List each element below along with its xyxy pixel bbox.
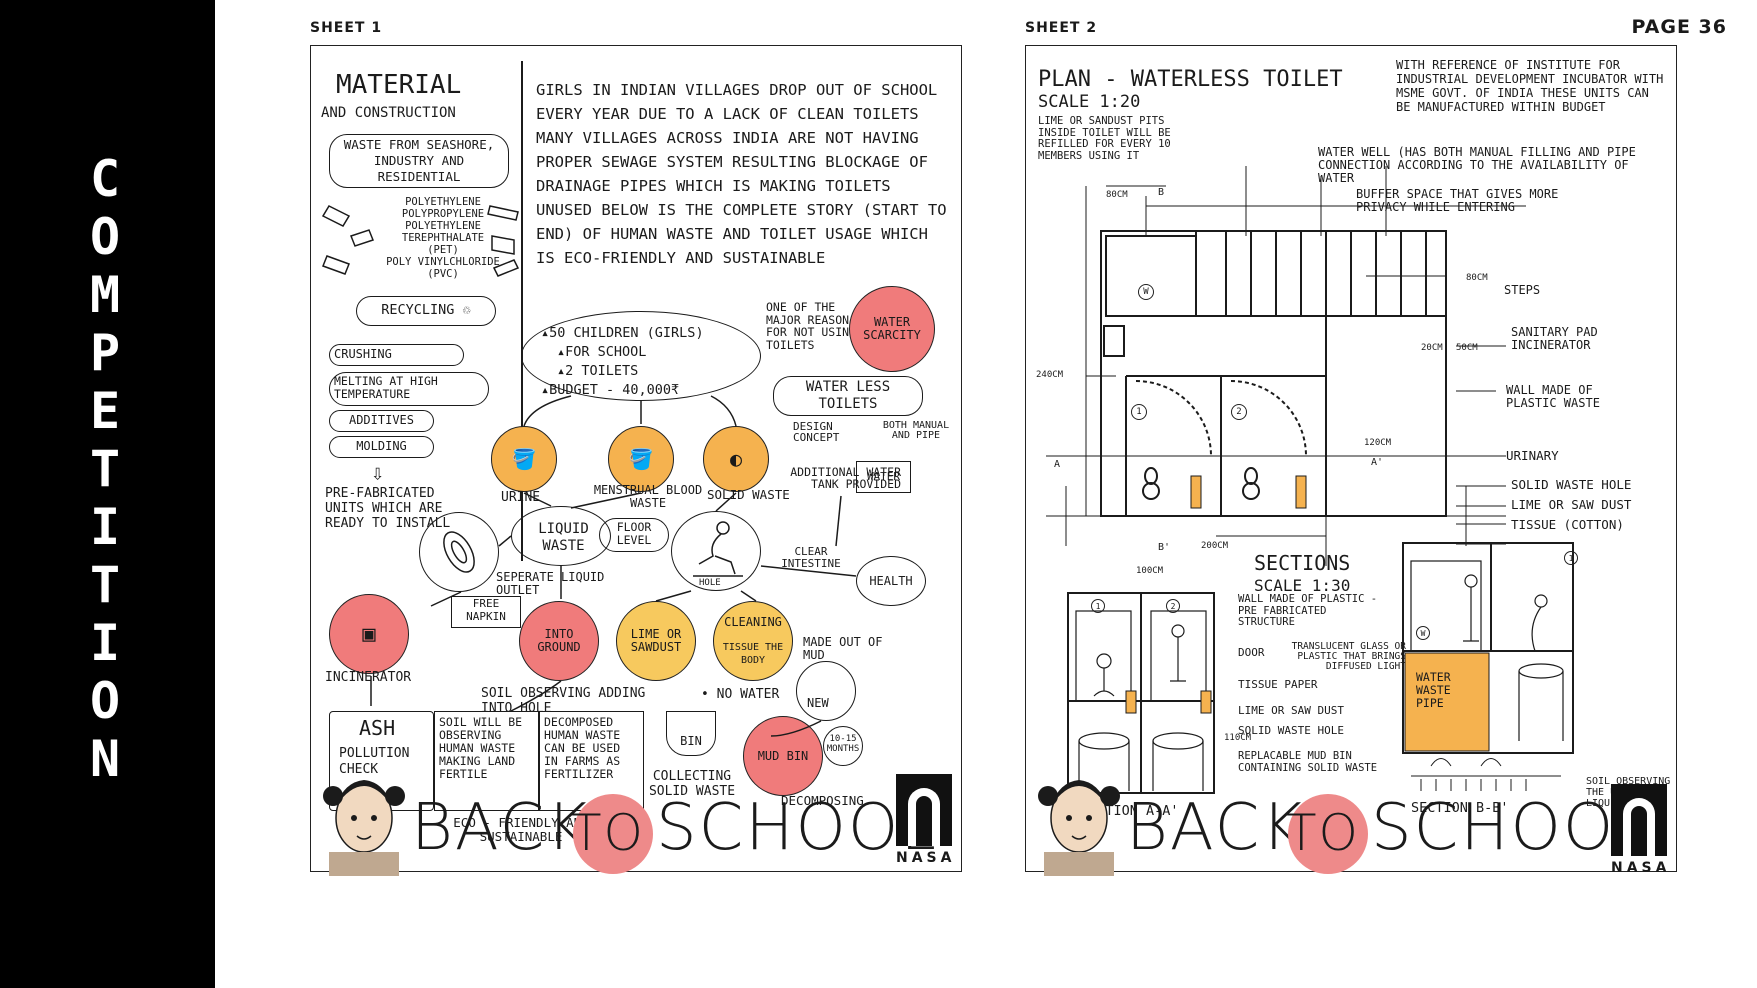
- section-b-water-marker: W: [1416, 626, 1430, 640]
- section-pipe-label: WATER WASTE PIPE: [1416, 671, 1476, 710]
- competition-vertical-title: C O M P E T I T I O N: [75, 150, 135, 788]
- section-a2-mark: A': [1371, 456, 1383, 470]
- title-letter: E: [75, 382, 135, 440]
- section-glass-label: TRANSLUCENT GLASS OR PLASTIC THAT BRINGS…: [1288, 642, 1406, 672]
- sheet1-label: SHEET 1: [310, 20, 382, 36]
- title-letter: O: [75, 672, 135, 730]
- section-b2-mark: B': [1158, 541, 1170, 555]
- girl-face-icon: [1034, 766, 1124, 876]
- sanitary-label: SANITARY PAD INCINERATOR: [1511, 326, 1651, 352]
- section-wall-label: WALL MADE OF PLASTIC - PRE FABRICATED ST…: [1238, 594, 1388, 629]
- section-toilet-1-marker: 1: [1091, 599, 1105, 613]
- section-lime-label: LIME OR SAW DUST: [1238, 704, 1344, 718]
- footer-title-to: TO: [1286, 804, 1360, 862]
- girl-face-illustration: [1034, 766, 1124, 876]
- section-bin-label: REPLACABLE MUD BIN CONTAINING SOLID WAST…: [1238, 751, 1378, 774]
- girl-face-illustration: [319, 766, 409, 876]
- section-tissue-label: TISSUE PAPER: [1238, 678, 1317, 692]
- nasa-logo-text: NASA: [896, 850, 952, 866]
- title-letter: C: [75, 150, 135, 208]
- nasa-logo: NASA: [896, 774, 952, 870]
- solid-hole-label: SOLID WASTE HOLE: [1511, 478, 1631, 492]
- nasa-logo: NASA: [1611, 784, 1667, 880]
- dim-50: 50cm: [1456, 341, 1478, 355]
- footer-title-back: BACK: [411, 791, 590, 865]
- sections-title: SECTIONS: [1254, 551, 1350, 575]
- title-letter: O: [75, 208, 135, 266]
- section-solid-label: SOLID WASTE HOLE: [1238, 724, 1344, 738]
- sheet2-label: SHEET 2: [1025, 20, 1097, 36]
- nasa-logo-text: NASA: [1611, 860, 1667, 876]
- title-letter: P: [75, 324, 135, 382]
- wall-label: WALL MADE OF PLASTIC WASTE: [1506, 384, 1636, 410]
- section-b-mark: B: [1158, 186, 1164, 200]
- dim-20: 20cm: [1421, 341, 1443, 355]
- water-well-marker: W: [1138, 284, 1154, 300]
- flow-arrows: [311, 46, 961, 871]
- title-letter: M: [75, 266, 135, 324]
- toilet-1-marker: 1: [1131, 404, 1147, 420]
- dim-80b: 80cm: [1466, 271, 1488, 285]
- footer-title-back: BACK: [1126, 791, 1305, 865]
- section-b-marker-1: 1: [1564, 551, 1578, 565]
- footer-title-to: TO: [571, 804, 645, 862]
- side-band: C O M P E T I T I O N: [0, 0, 215, 988]
- urinary-label: URINARY: [1506, 449, 1559, 463]
- dim-80: 80cm: [1106, 188, 1128, 202]
- title-letter: T: [75, 440, 135, 498]
- tissue-label: TISSUE (COTTON): [1511, 518, 1624, 532]
- section-bb-drawing: [1401, 541, 1576, 796]
- dim-120: 120cm: [1364, 436, 1391, 450]
- section-door-label: DOOR: [1238, 646, 1265, 660]
- sheet2-panel: PLAN - WATERLESS TOILET SCALE 1:20 WITH …: [1025, 45, 1677, 872]
- section-a-mark: A: [1054, 458, 1060, 472]
- title-letter: T: [75, 556, 135, 614]
- dim-100: 100cm: [1136, 564, 1163, 578]
- title-letter: N: [75, 730, 135, 788]
- lime-dust-label: LIME OR SAW DUST: [1511, 498, 1631, 512]
- sheet1-panel: MATERIAL AND CONSTRUCTION WASTE FROM SEA…: [310, 45, 962, 872]
- steps-label: STEPS: [1504, 283, 1540, 297]
- page-number: PAGE 36: [1631, 16, 1727, 38]
- section-toilet-2-marker: 2: [1166, 599, 1180, 613]
- nasa-logo-icon: [896, 774, 952, 846]
- nasa-logo-icon: [1611, 784, 1667, 856]
- title-letter: I: [75, 614, 135, 672]
- toilet-2-marker: 2: [1231, 404, 1247, 420]
- dim-240: 240cm: [1036, 368, 1063, 382]
- dim-200: 200cm: [1201, 539, 1228, 553]
- girl-face-icon: [319, 766, 409, 876]
- title-letter: I: [75, 498, 135, 556]
